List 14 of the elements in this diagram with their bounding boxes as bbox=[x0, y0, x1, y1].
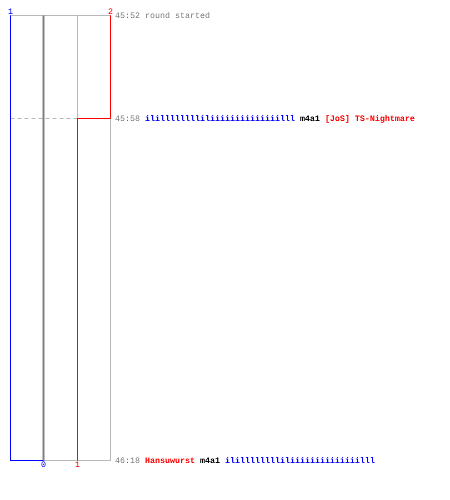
count-label: 2 bbox=[108, 6, 113, 16]
count-label: 1 bbox=[8, 6, 13, 16]
weapon-name: m4a1 bbox=[300, 114, 320, 124]
player-name: ililllllllliliiiiiiiiiiiiiilll bbox=[224, 456, 375, 466]
player-name: Hansuwurst bbox=[145, 456, 195, 466]
weapon-name: m4a1 bbox=[200, 456, 220, 466]
time-label: 45:58 bbox=[115, 114, 140, 124]
count-label: 0 bbox=[41, 460, 46, 470]
time-label: 46:18 bbox=[115, 456, 140, 466]
count-label: 1 bbox=[75, 460, 80, 470]
event-text: round started bbox=[145, 10, 210, 20]
time-label: 45:52 bbox=[115, 10, 140, 20]
player-name: [JoS] TS-Nightmare bbox=[324, 114, 415, 124]
player-name: ililllllllliliiiiiiiiiiiiiilll bbox=[145, 114, 295, 124]
